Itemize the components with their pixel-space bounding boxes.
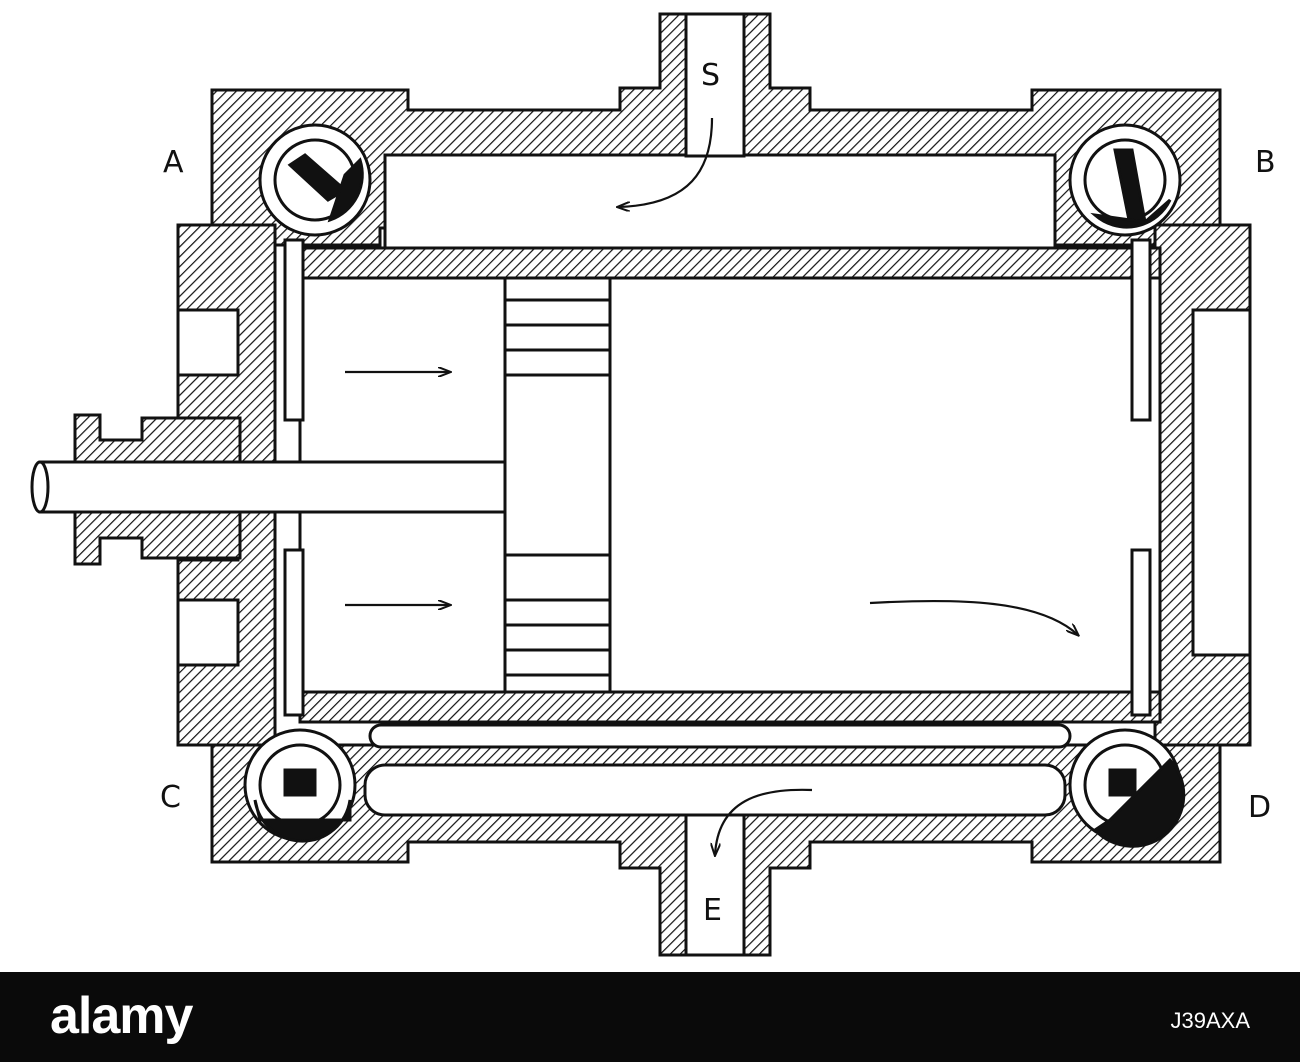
exhaust-flow-arrow: [869, 599, 1078, 635]
piston: [503, 276, 612, 694]
cylinder-bore: [176, 12, 1252, 957]
valve-b: [1068, 123, 1182, 237]
image-id: J39AXA: [1170, 1008, 1251, 1033]
watermark-bar: alamy J39AXA: [0, 972, 1300, 1062]
brand-logo: alamy: [50, 987, 193, 1045]
valve-d: [1068, 728, 1186, 848]
flow-arrows: [345, 117, 1078, 855]
label-valve-c: C: [160, 780, 181, 815]
piston-rod: [30, 460, 507, 514]
steam-inflow-arrow: [618, 117, 714, 207]
valve-a: [258, 123, 372, 237]
label-valve-d: D: [1248, 790, 1271, 825]
label-valve-b: B: [1255, 145, 1276, 180]
label-steam-inlet: S: [701, 58, 720, 93]
exhaust-outflow-arrow: [715, 788, 813, 855]
label-exhaust-outlet: E: [703, 893, 722, 928]
valve-c: [243, 728, 357, 843]
steam-cylinder-diagram: A B C D S E: [30, 12, 1276, 957]
label-valve-a: A: [163, 145, 184, 180]
